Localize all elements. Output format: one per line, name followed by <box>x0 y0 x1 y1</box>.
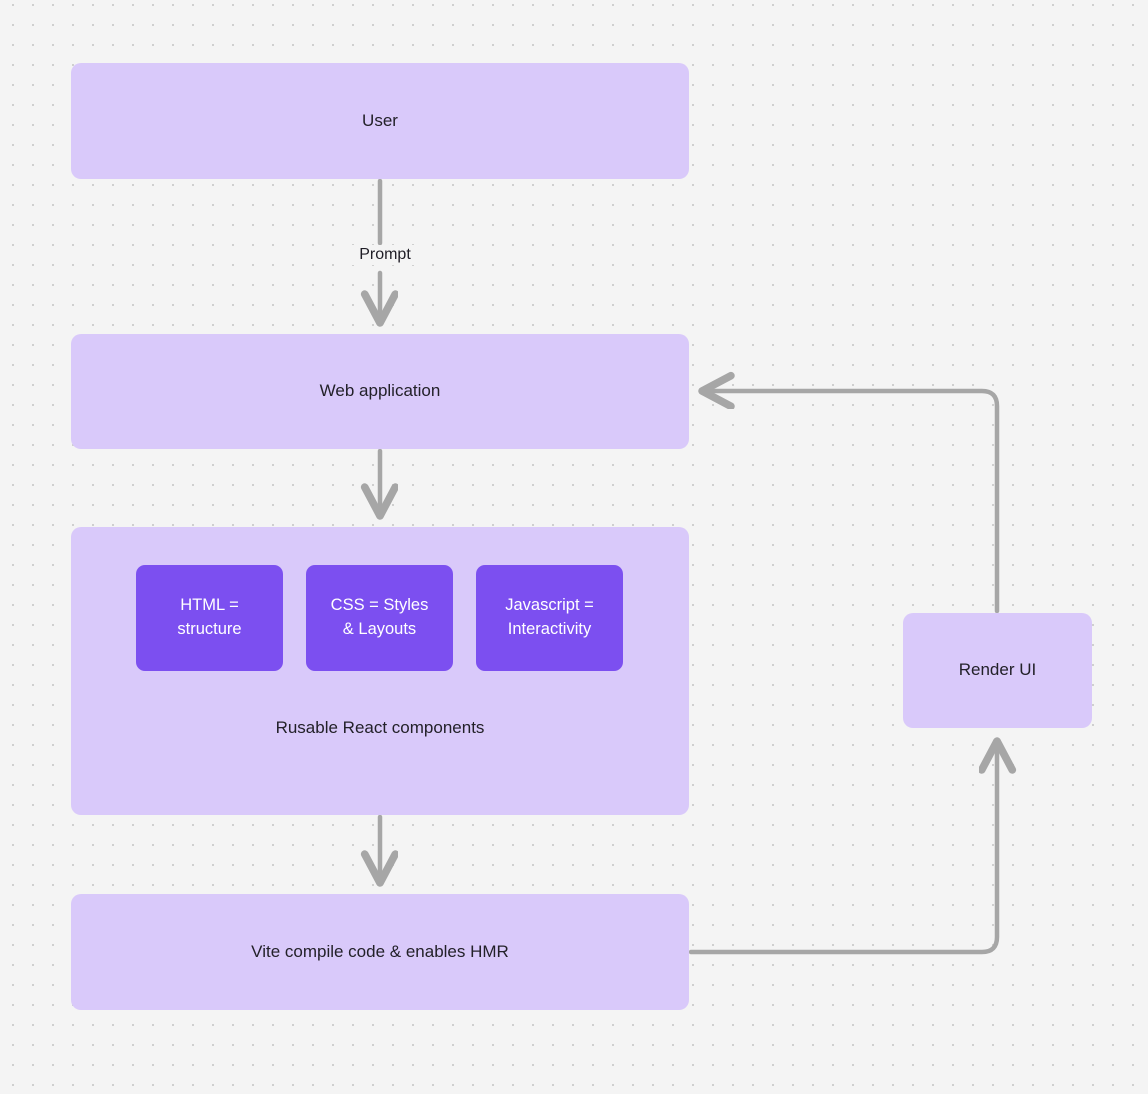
node-web-application[interactable]: Web application <box>71 334 689 449</box>
node-user-label: User <box>362 110 398 130</box>
node-css-label: CSS = Styles & Layouts <box>330 596 429 638</box>
edge-label-prompt: Prompt <box>340 245 430 265</box>
node-javascript[interactable]: Javascript = Interactivity <box>476 565 623 671</box>
node-render-ui-label: Render UI <box>958 660 1037 680</box>
node-html[interactable]: HTML = structure <box>136 565 283 671</box>
node-javascript-label: Javascript = Interactivity <box>505 596 594 638</box>
node-user[interactable]: User <box>71 63 689 179</box>
node-render-ui[interactable]: Render UI <box>903 613 1092 728</box>
node-html-label: HTML = structure <box>177 596 242 638</box>
react-components-caption: Rusable React components <box>275 718 485 737</box>
node-vite-label: Vite compile code & enables HMR <box>251 941 509 961</box>
node-css[interactable]: CSS = Styles & Layouts <box>306 565 453 671</box>
edge-vite-to-render <box>688 742 997 955</box>
edge-render-to-webapp <box>703 391 1000 614</box>
node-vite[interactable]: Vite compile code & enables HMR <box>71 894 689 1010</box>
node-web-application-label: Web application <box>319 381 441 401</box>
